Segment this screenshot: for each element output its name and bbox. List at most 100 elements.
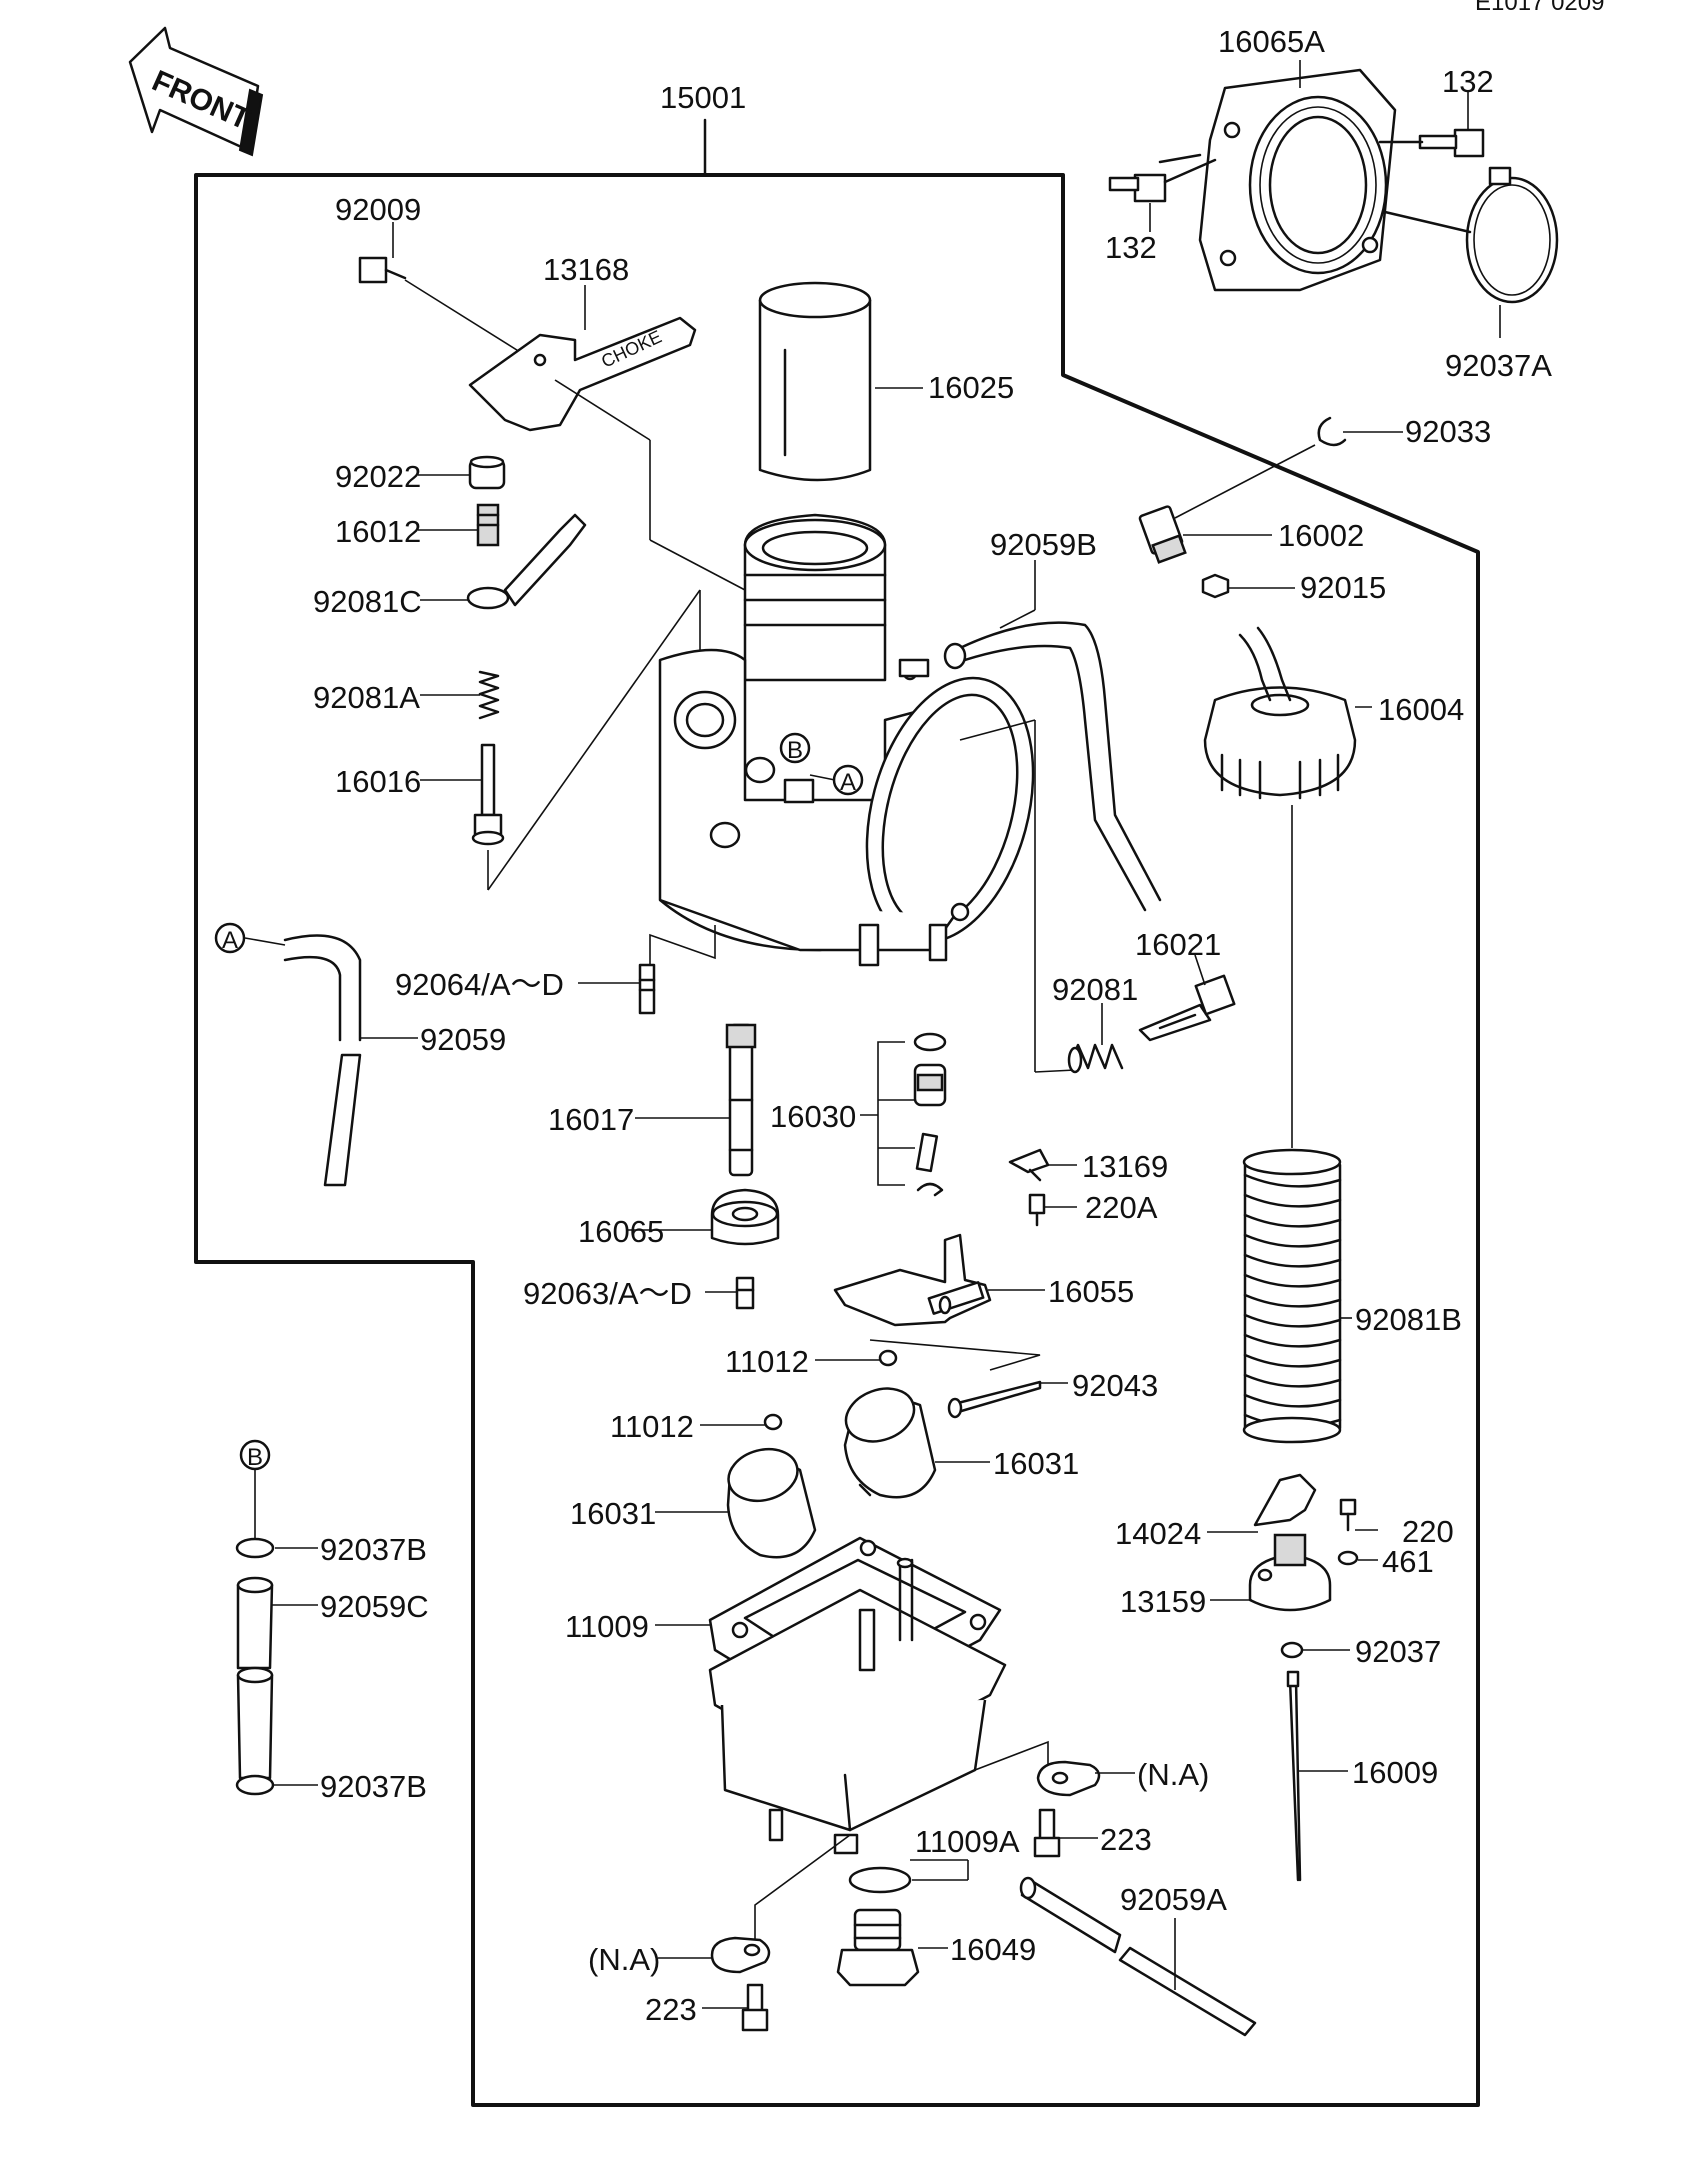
screw-220A bbox=[1028, 1193, 1046, 1227]
main-jet-92063 bbox=[735, 1276, 755, 1310]
label-11012-a: 11012 bbox=[725, 1344, 809, 1379]
label-16030: 16030 bbox=[770, 1099, 856, 1134]
label-16031-b: 16031 bbox=[570, 1496, 656, 1531]
clip-92037 bbox=[1280, 1641, 1304, 1659]
carburetor-body bbox=[658, 513, 1035, 967]
marker-a-hose: A bbox=[214, 922, 246, 954]
nut-92015 bbox=[1201, 573, 1230, 599]
label-461: 461 bbox=[1382, 1544, 1434, 1579]
label-92009: 92009 bbox=[335, 192, 421, 227]
label-16025: 16025 bbox=[928, 370, 1014, 405]
label-16065: 16065 bbox=[578, 1214, 664, 1249]
o-ring-11009A bbox=[848, 1866, 912, 1894]
cap-92022 bbox=[468, 455, 506, 490]
catalog-code: E1017 0209 bbox=[1475, 0, 1604, 16]
mixture-screw-16021 bbox=[1138, 974, 1236, 1042]
spring-92081A bbox=[478, 670, 500, 720]
marker-b-tube: B bbox=[239, 1439, 271, 1471]
float-bowl-11009 bbox=[708, 1536, 1007, 1855]
marker-a-on-body-label: A bbox=[840, 769, 856, 796]
label-92063: 92063/A～D bbox=[523, 1276, 692, 1311]
needle-16009 bbox=[1286, 1670, 1302, 1882]
label-16017: 16017 bbox=[548, 1102, 634, 1137]
label-92081A: 92081A bbox=[313, 680, 420, 715]
adjuster-16012 bbox=[476, 503, 500, 547]
label-16016: 16016 bbox=[335, 764, 421, 799]
label-92081: 92081 bbox=[1052, 972, 1138, 1007]
marker-a-on-body: A bbox=[832, 764, 864, 796]
mixing-chamber-top-16004 bbox=[1203, 626, 1357, 800]
label-92037B-bottom: 92037B bbox=[320, 1769, 427, 1804]
label-92015: 92015 bbox=[1300, 570, 1386, 605]
clamp-92037B-bottom bbox=[235, 1774, 275, 1796]
intake-manifold-16065A bbox=[1198, 68, 1397, 292]
ball-11012-b bbox=[763, 1413, 783, 1431]
label-92059B: 92059B bbox=[990, 527, 1097, 562]
screw-92009 bbox=[358, 256, 407, 284]
float-16031-left bbox=[726, 1447, 817, 1559]
jet-group-16030 bbox=[877, 1032, 947, 1197]
holder-16065 bbox=[710, 1188, 780, 1246]
plunger-16016 bbox=[471, 743, 505, 846]
plate-na-left bbox=[710, 1936, 771, 1974]
marker-a-hose-label: A bbox=[222, 927, 238, 954]
label-92081B: 92081B bbox=[1355, 1302, 1462, 1337]
label-14024: 14024 bbox=[1115, 1516, 1201, 1551]
clip-92033 bbox=[1317, 416, 1347, 447]
label-92059: 92059 bbox=[420, 1022, 506, 1057]
label-16009: 16009 bbox=[1352, 1755, 1438, 1790]
label-92059C: 92059C bbox=[320, 1589, 429, 1624]
plate-na-right bbox=[1036, 1760, 1101, 1797]
label-16021: 16021 bbox=[1135, 927, 1221, 962]
drain-plug-16049 bbox=[836, 1908, 920, 1987]
label-13168: 13168 bbox=[543, 252, 629, 287]
label-13169: 13169 bbox=[1082, 1149, 1168, 1184]
label-220: 220 bbox=[1402, 1514, 1454, 1549]
label-16004: 16004 bbox=[1378, 692, 1464, 727]
label-11009A: 11009A bbox=[915, 1824, 1020, 1859]
marker-b-tube-label: B bbox=[247, 1444, 263, 1471]
label-16012: 16012 bbox=[335, 514, 421, 549]
label-11009: 11009 bbox=[565, 1609, 649, 1644]
screw-220 bbox=[1339, 1498, 1357, 1532]
screw-223-right bbox=[1033, 1808, 1061, 1858]
pin-92043 bbox=[947, 1380, 1042, 1419]
ball-11012-a bbox=[878, 1349, 898, 1367]
hose-92059 bbox=[283, 934, 362, 1187]
front-direction-arrow: FRONT bbox=[128, 26, 264, 157]
needle-holder-13159 bbox=[1248, 1533, 1332, 1612]
label-na-left: (N.A) bbox=[588, 1942, 660, 1977]
label-92037B-top: 92037B bbox=[320, 1532, 427, 1567]
vent-tube-92059B bbox=[943, 621, 1162, 912]
drain-hose-92059A bbox=[1019, 1876, 1257, 2037]
label-16055: 16055 bbox=[1048, 1274, 1134, 1309]
bolt-132-top bbox=[1418, 128, 1485, 158]
label-16002: 16002 bbox=[1278, 518, 1364, 553]
label-13159: 13159 bbox=[1120, 1584, 1206, 1619]
label-16031-a: 16031 bbox=[993, 1446, 1079, 1481]
label-92043: 92043 bbox=[1072, 1368, 1158, 1403]
plate-13169 bbox=[1008, 1148, 1050, 1182]
label-92022: 92022 bbox=[335, 459, 421, 494]
tube-92059C bbox=[236, 1576, 274, 1780]
spring-92081B bbox=[1242, 1148, 1342, 1444]
marker-b-on-body-label: B bbox=[787, 737, 803, 764]
choke-lever-13168: CHOKE bbox=[468, 316, 697, 432]
label-223-left: 223 bbox=[645, 1992, 697, 2027]
label-132-left: 132 bbox=[1105, 230, 1157, 265]
label-92081C: 92081C bbox=[313, 584, 422, 619]
screw-223-left bbox=[741, 1983, 769, 2032]
label-223-right: 223 bbox=[1100, 1822, 1152, 1857]
label-11012-b: 11012 bbox=[610, 1409, 694, 1444]
float-16031-right bbox=[843, 1387, 937, 1499]
plate-14024 bbox=[1253, 1473, 1317, 1527]
label-16065A: 16065A bbox=[1218, 24, 1325, 59]
hose-clamp-92037A bbox=[1465, 166, 1559, 304]
adjuster-16002 bbox=[1138, 505, 1187, 564]
label-na-right: (N.A) bbox=[1137, 1757, 1209, 1792]
clamp-92037B-top bbox=[235, 1537, 275, 1559]
label-92037: 92037 bbox=[1355, 1634, 1441, 1669]
washer-461 bbox=[1337, 1550, 1359, 1566]
marker-b-on-body: B bbox=[779, 732, 811, 764]
bolt-132-left bbox=[1108, 173, 1167, 203]
